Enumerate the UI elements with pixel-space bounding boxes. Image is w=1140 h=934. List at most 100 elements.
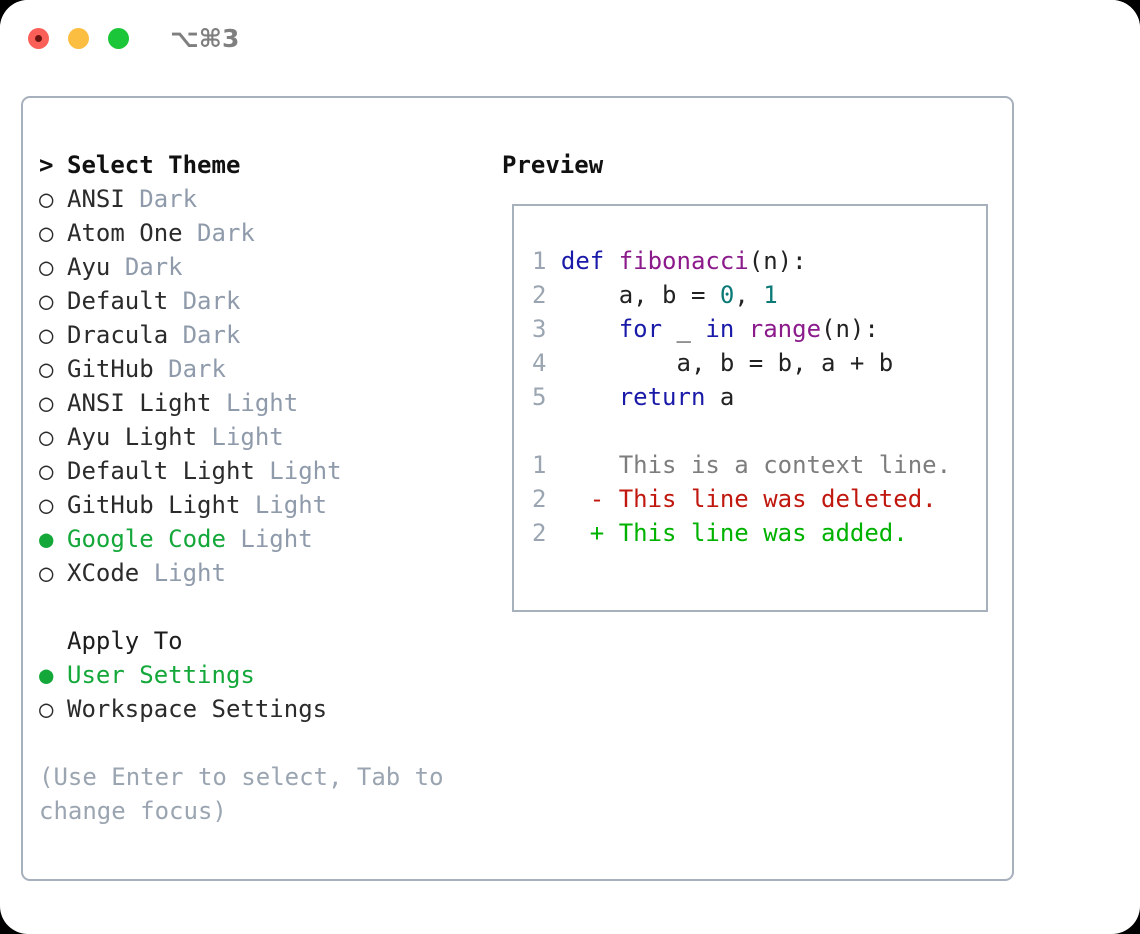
code-token: (n): xyxy=(821,315,879,343)
select-theme-title: Select Theme xyxy=(67,151,241,179)
theme-type-badge: Dark xyxy=(182,321,241,349)
radio-selected-icon[interactable]: ● xyxy=(39,525,54,553)
diff-line: 2 - This line was deleted. xyxy=(532,482,951,516)
diff-text: This is a context line. xyxy=(618,451,952,479)
zoom-window-button[interactable] xyxy=(108,28,129,49)
code-token: , xyxy=(734,281,764,309)
theme-picker-column: >Select Theme ○ANSI Dark○Atom One Dark○A… xyxy=(39,148,499,828)
code-token: def xyxy=(560,247,619,275)
code-line: 3 for _ in range(n): xyxy=(532,312,951,346)
code-line-number: 5 xyxy=(532,383,561,411)
close-window-button[interactable] xyxy=(28,28,49,49)
select-theme-header: > Select Theme xyxy=(39,148,499,182)
theme-type-badge: Light xyxy=(211,423,284,451)
theme-row-space xyxy=(197,423,211,451)
theme-name: XCode xyxy=(67,559,140,587)
code-line-number: 2 xyxy=(532,485,561,513)
radio-unselected-icon[interactable]: ○ xyxy=(39,423,54,451)
theme-list-item[interactable]: ○Ayu Dark xyxy=(39,250,499,284)
apply-to-indent xyxy=(39,624,67,658)
code-line-number: 4 xyxy=(532,349,561,377)
apply-to-header: Apply To xyxy=(39,624,499,658)
theme-list-item[interactable]: ○XCode Light xyxy=(39,556,499,590)
radio-unselected-icon[interactable]: ○ xyxy=(39,253,54,281)
diff-text: This line was deleted. xyxy=(618,485,937,513)
radio-unselected-icon[interactable]: ○ xyxy=(39,695,54,723)
theme-list: ○ANSI Dark○Atom One Dark○Ayu Dark○Defaul… xyxy=(39,182,499,590)
theme-row-space xyxy=(154,355,168,383)
radio-unselected-icon[interactable]: ○ xyxy=(39,389,54,417)
theme-list-item[interactable]: ○Default Dark xyxy=(39,284,499,318)
code-token: fibonacci xyxy=(618,247,749,275)
keyboard-hint-text: (Use Enter to select, Tab to change focu… xyxy=(39,763,444,825)
diff-sign: - xyxy=(560,485,619,513)
theme-list-item[interactable]: ○GitHub Dark xyxy=(39,352,499,386)
radio-unselected-icon[interactable]: ○ xyxy=(39,321,54,349)
theme-name: GitHub Light xyxy=(67,491,241,519)
minimize-window-button[interactable] xyxy=(68,28,89,49)
theme-type-badge: Light xyxy=(240,525,313,553)
code-token: for xyxy=(618,315,663,343)
code-token: 1 xyxy=(763,281,778,309)
code-token xyxy=(734,315,748,343)
theme-list-item[interactable]: ○ ANSI Dark xyxy=(39,182,499,216)
theme-row-space xyxy=(240,491,254,519)
apply-to-label: User Settings xyxy=(67,661,255,689)
diff-line: 2 + This line was added. xyxy=(532,516,951,550)
diff-text: This line was added. xyxy=(618,519,908,547)
radio-selected-icon[interactable]: ● xyxy=(39,661,54,689)
theme-row-space xyxy=(226,525,240,553)
code-line: 2 a, b = 0, 1 xyxy=(532,278,951,312)
radio-unselected-icon[interactable]: ○ xyxy=(39,185,54,213)
code-token: _ xyxy=(662,315,706,343)
radio-unselected-icon[interactable]: ○ xyxy=(39,287,54,315)
code-token xyxy=(561,383,619,411)
theme-row-space xyxy=(255,457,269,485)
theme-row-space xyxy=(183,219,197,247)
radio-unselected-icon[interactable]: ○ xyxy=(39,559,54,587)
code-line: 4 a, b = b, a + b xyxy=(532,346,951,380)
theme-name: ANSI xyxy=(67,185,125,213)
code-line-number: 3 xyxy=(532,315,561,343)
theme-list-item[interactable]: ○ GitHub Light Light xyxy=(39,488,499,522)
radio-unselected-icon[interactable]: ○ xyxy=(39,491,54,519)
prompt-caret-icon: > xyxy=(39,151,54,179)
theme-list-item[interactable]: ○Atom One Dark xyxy=(39,216,499,250)
radio-unselected-icon[interactable]: ○ xyxy=(39,355,54,383)
theme-row-space xyxy=(168,321,182,349)
code-line: 1 def fibonacci(n): xyxy=(532,244,951,278)
code-token xyxy=(561,315,619,343)
theme-row-space xyxy=(139,559,153,587)
theme-name: Ayu Light xyxy=(67,423,198,451)
theme-row-space xyxy=(212,389,226,417)
theme-list-item[interactable]: ○ANSI Light Light xyxy=(39,386,499,420)
code-token: 0 xyxy=(719,281,735,309)
preview-title: Preview xyxy=(502,151,604,179)
theme-type-badge: Dark xyxy=(197,219,255,247)
apply-to-item[interactable]: ● User Settings xyxy=(39,658,499,692)
theme-row-space xyxy=(168,287,182,315)
code-line-number: 1 xyxy=(532,451,561,479)
theme-type-badge: Dark xyxy=(139,185,198,213)
radio-unselected-icon[interactable]: ○ xyxy=(39,457,54,485)
code-token: a, b = b, a + b xyxy=(560,349,894,377)
theme-list-item[interactable]: ●Google Code Light xyxy=(39,522,499,556)
theme-type-badge: Light xyxy=(254,491,328,519)
apply-to-item[interactable]: ○ Workspace Settings xyxy=(39,692,499,726)
theme-list-item[interactable]: ○ Ayu Light Light xyxy=(39,420,499,454)
code-line-number: 1 xyxy=(532,247,561,275)
theme-name: Default Light xyxy=(67,457,255,485)
theme-type-badge: Light xyxy=(269,457,342,485)
code-line-number: 2 xyxy=(532,281,561,309)
apply-to-label: Workspace Settings xyxy=(67,695,328,723)
radio-unselected-icon[interactable]: ○ xyxy=(39,219,54,247)
diff-sign xyxy=(561,451,619,479)
theme-list-item[interactable]: ○ Default Light Light xyxy=(39,454,499,488)
theme-list-item[interactable]: ○Dracula Dark xyxy=(39,318,499,352)
code-token: in xyxy=(705,315,735,343)
theme-type-badge: Light xyxy=(225,389,299,417)
code-token: a, b = xyxy=(560,281,720,309)
